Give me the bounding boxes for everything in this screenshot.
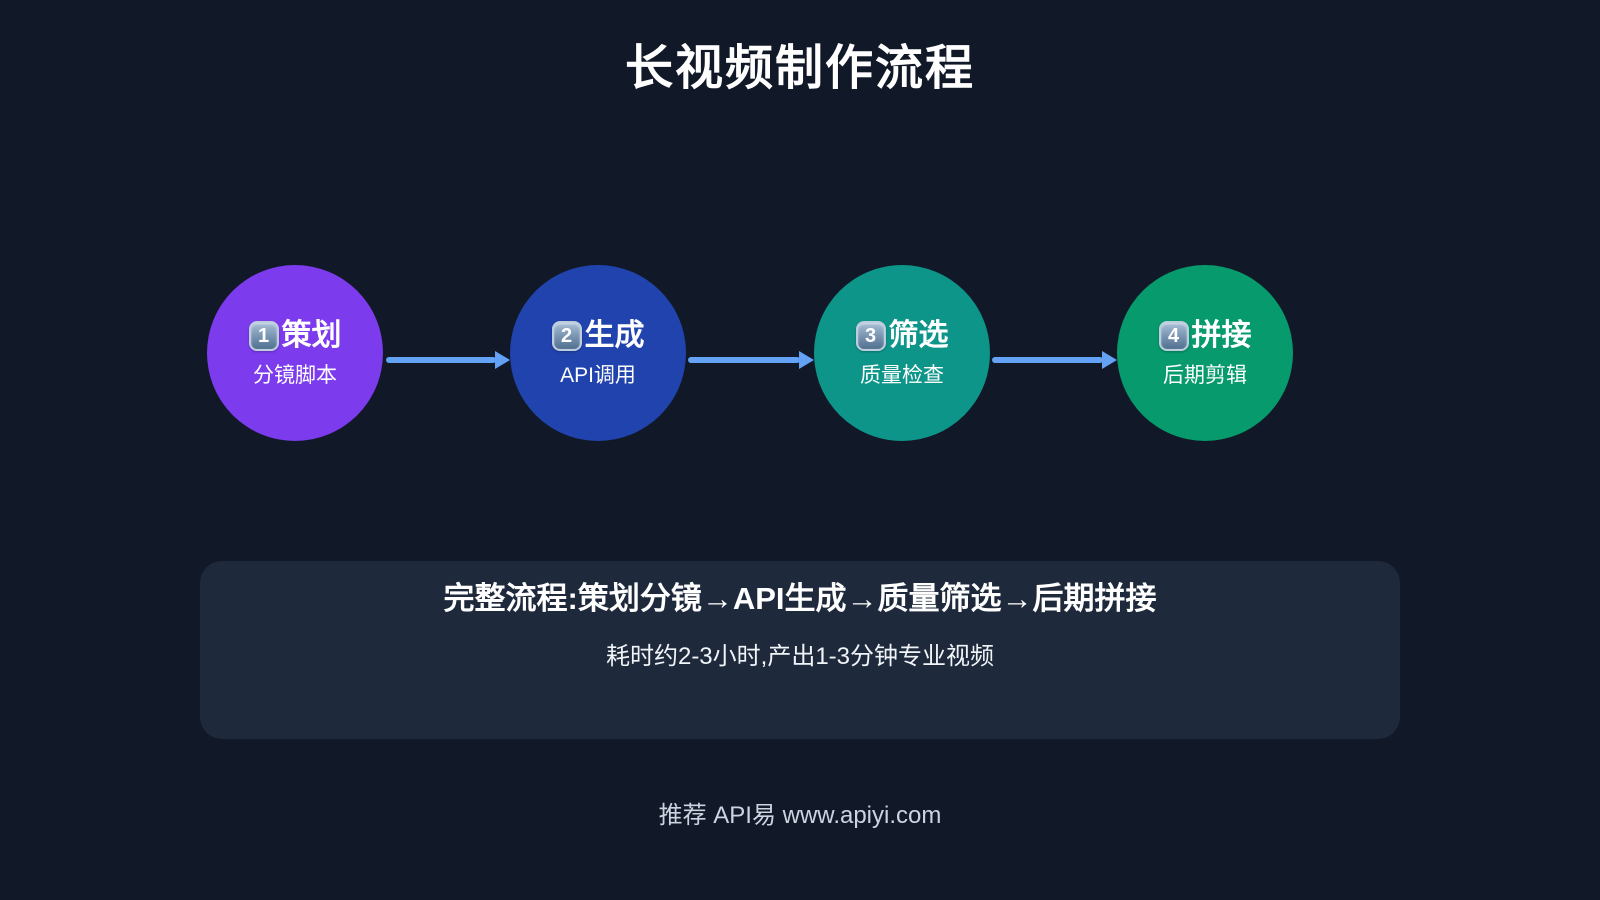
arrow-line — [688, 357, 800, 363]
step-name: 筛选 — [888, 318, 949, 352]
step-label-row: 2 生成 — [551, 318, 645, 352]
arrow-line — [992, 357, 1103, 363]
arrow-head-icon — [799, 351, 814, 369]
step-detail: 分镜脚本 — [253, 363, 337, 387]
flow-arrow-3 — [992, 351, 1117, 369]
keycap-1-icon: 1 — [248, 320, 279, 351]
step-node-planning: 1 策划 分镜脚本 — [207, 265, 383, 441]
flow-arrow-2 — [688, 351, 814, 369]
step-label-row: 4 拼接 — [1158, 318, 1252, 352]
summary-time-text: 耗时约2-3小时,产出1-3分钟专业视频 — [605, 643, 995, 670]
step-name: 拼接 — [1191, 318, 1252, 352]
keycap-3-icon: 3 — [855, 320, 886, 351]
step-node-screening: 3 筛选 质量检查 — [814, 265, 990, 441]
step-detail: 后期剪辑 — [1163, 363, 1247, 387]
summary-flow-text: 完整流程:策划分镜→API生成→质量筛选→后期拼接 — [443, 581, 1157, 616]
keycap-2-icon: 2 — [551, 320, 582, 351]
keycap-4-icon: 4 — [1158, 320, 1189, 351]
step-node-editing: 4 拼接 后期剪辑 — [1117, 265, 1293, 441]
step-detail: 质量检查 — [860, 363, 944, 387]
step-node-generation: 2 生成 API调用 — [510, 265, 686, 441]
page-title: 长视频制作流程 — [624, 42, 975, 95]
arrow-head-icon — [1102, 351, 1117, 369]
summary-panel: 完整流程:策划分镜→API生成→质量筛选→后期拼接 耗时约2-3小时,产出1-3… — [200, 561, 1400, 739]
step-name: 策划 — [281, 318, 342, 352]
step-label-row: 3 筛选 — [855, 318, 949, 352]
flow-arrow-1 — [386, 351, 510, 369]
step-label-row: 1 策划 — [248, 318, 342, 352]
step-name: 生成 — [584, 318, 645, 352]
arrow-line — [386, 357, 496, 363]
footer-credit: 推荐 API易 www.apiyi.com — [658, 802, 942, 829]
step-detail: API调用 — [560, 363, 636, 387]
arrow-head-icon — [495, 351, 510, 369]
